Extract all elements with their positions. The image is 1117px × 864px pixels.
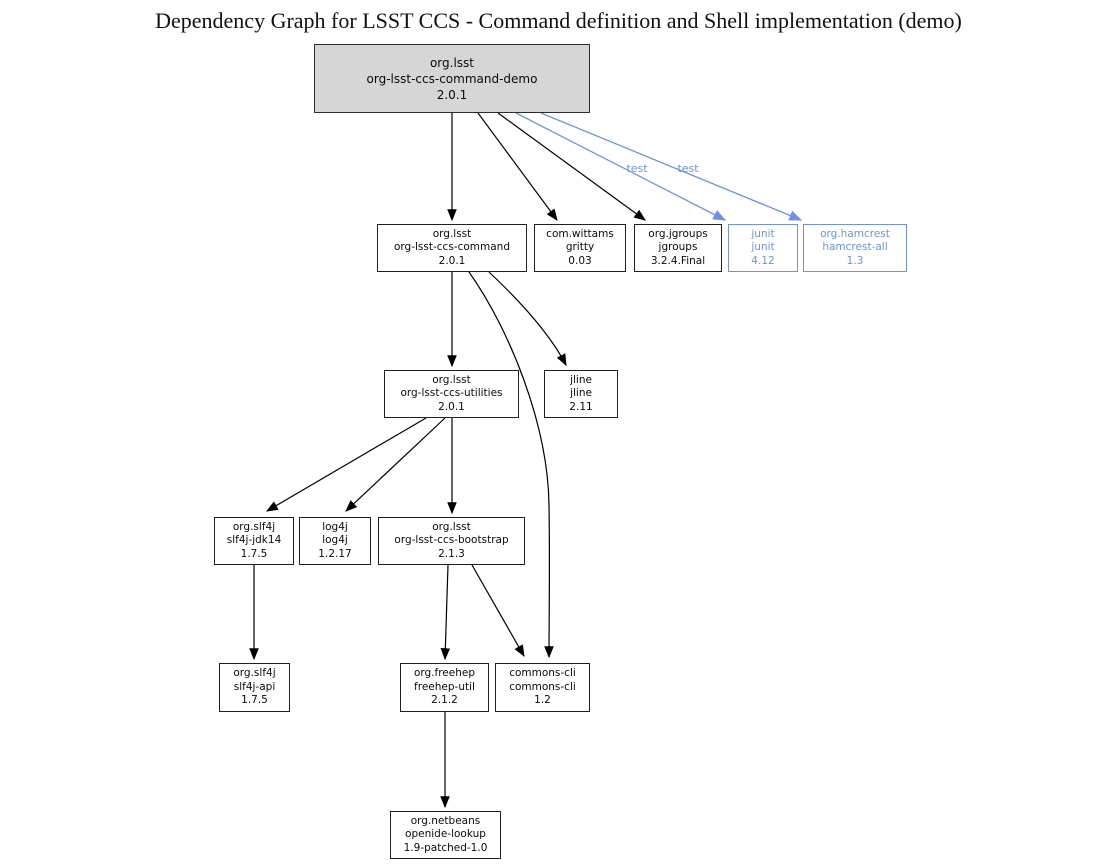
node-version: 2.0.1	[436, 87, 468, 102]
node-group-id: org.slf4j	[232, 520, 276, 533]
node-artifact-id: commons-cli	[509, 680, 576, 693]
node-version: 1.7.5	[240, 547, 268, 560]
node-group-id: org.netbeans	[410, 814, 481, 827]
edge-command-demo-to-jgroups	[497, 112, 646, 221]
node-artifact-id: gritty	[565, 241, 595, 254]
edge-command-to-commons-cli	[468, 271, 554, 659]
edge-scope-label: test	[677, 162, 699, 175]
node-group-id: commons-cli	[509, 667, 576, 680]
edge-utilities-to-slf4j-jdk14	[265, 417, 427, 512]
edge-bootstrap-to-commons-cli	[471, 564, 525, 658]
node-group-id: com.wittams	[546, 227, 614, 240]
node-group-id: org.hamcrest	[820, 227, 890, 240]
node-group-id: org.lsst	[432, 227, 472, 240]
node-group-id: org.freehep	[413, 667, 476, 680]
node-version: 2.0.1	[438, 254, 466, 267]
node-group-id: org.jgroups	[648, 227, 708, 240]
node-group-id: org.slf4j	[233, 667, 276, 680]
edge-utilities-to-log4j	[345, 417, 446, 512]
node-version: 2.11	[569, 400, 593, 413]
edge-command-demo-to-hamcrest	[540, 112, 803, 221]
node-artifact-id: junit	[751, 241, 775, 254]
node-artifact-id: log4j	[322, 534, 348, 547]
node-artifact-id: org-lsst-ccs-command-demo	[366, 71, 538, 86]
node-version: 1.2	[534, 694, 551, 707]
node-artifact-id: slf4j-jdk14	[226, 534, 282, 547]
node-version: 2.1.2	[431, 694, 458, 707]
node-version: 1.2.17	[318, 547, 352, 560]
node-artifact-id: slf4j-api	[233, 680, 276, 693]
node-version: 1.7.5	[241, 694, 268, 707]
node-artifact-id: jgroups	[658, 241, 698, 254]
node-artifact-id: freehep-util	[414, 680, 475, 693]
node-group-id: org.lsst	[432, 373, 471, 386]
node-version: 4.12	[751, 254, 775, 267]
edge-scope-label: test	[626, 162, 648, 175]
node-group-id: org.lsst	[432, 520, 471, 533]
edge-command-demo-to-gritty	[477, 112, 558, 221]
node-artifact-id: jline	[570, 387, 592, 400]
node-artifact-id: openide-lookup	[405, 828, 486, 841]
node-group-id: junit	[751, 227, 775, 240]
graph-title: Dependency Graph for LSST CCS - Command …	[155, 8, 962, 33]
node-version: 0.03	[568, 254, 592, 267]
node-artifact-id: org-lsst-ccs-bootstrap	[394, 534, 509, 547]
node-group-id: org.lsst	[429, 55, 475, 70]
edge-command-to-jline	[488, 271, 567, 367]
node-group-id: log4j	[322, 520, 348, 533]
node-artifact-id: org-lsst-ccs-utilities	[400, 387, 503, 400]
node-artifact-id: hamcrest-all	[822, 241, 888, 254]
edge-bootstrap-to-freehep-util	[440, 564, 451, 661]
node-group-id: jline	[570, 373, 592, 386]
node-version: 1.9-patched-1.0	[403, 841, 488, 854]
node-version: 3.2.4.Final	[650, 254, 706, 267]
node-version: 2.1.3	[438, 547, 465, 560]
node-artifact-id: org-lsst-ccs-command	[394, 241, 510, 254]
node-version: 1.3	[846, 254, 864, 267]
node-version: 2.0.1	[438, 400, 465, 413]
edge-command-demo-to-junit	[515, 112, 727, 221]
